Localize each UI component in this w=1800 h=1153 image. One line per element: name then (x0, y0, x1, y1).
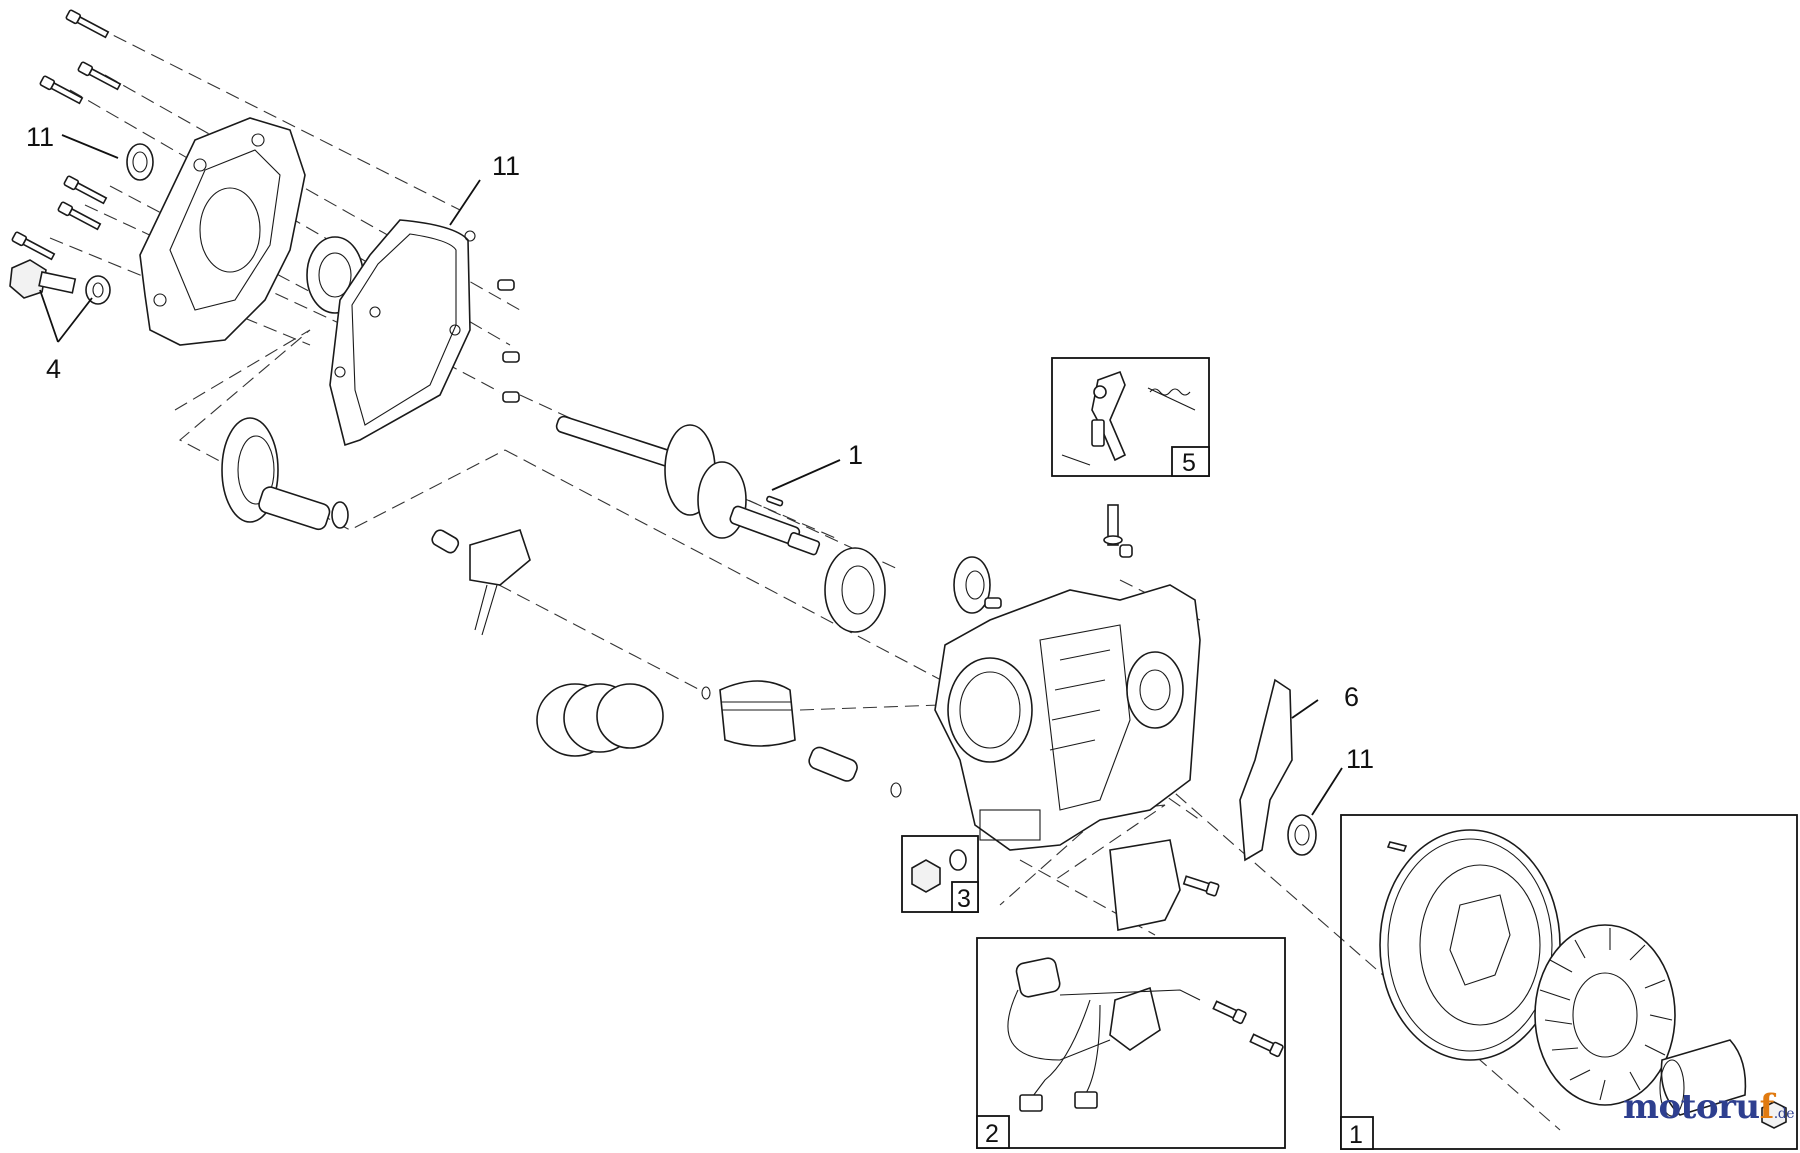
connecting-rod (431, 529, 531, 636)
callout-11-gasket: 11 (492, 151, 520, 181)
woodruff-key (766, 495, 784, 507)
cover-bolts (11, 9, 122, 261)
cylinder-block (934, 584, 1201, 851)
governor-shaft (1103, 504, 1133, 558)
kit-2-ignition-coil (976, 937, 1286, 1149)
mounting-bracket (1109, 839, 1220, 931)
breaker-plate (1239, 678, 1293, 862)
cover-gasket (329, 219, 476, 447)
oil-seal-upper (126, 143, 154, 181)
callout-4-dipstick: 4 (46, 354, 61, 384)
callout-6-plate: 6 (1344, 682, 1359, 712)
oil-dipstick (9, 259, 111, 305)
motoruf-watermark-logo: motoruf.de (1622, 1087, 1795, 1127)
main-bearing (824, 547, 886, 633)
kit-number-1: 1 (1349, 1121, 1363, 1149)
callout-11-upper-seal: 11 (26, 122, 54, 152)
kit-1-flywheel (1340, 814, 1798, 1150)
oil-seal-lower (1287, 814, 1317, 856)
wrist-pin (808, 746, 902, 798)
kit-number-2: 2 (985, 1120, 999, 1148)
crankshaft (555, 415, 821, 556)
piston (701, 680, 796, 747)
kit-3-drain-plug (901, 835, 979, 913)
callout-1-key: 1 (848, 440, 863, 470)
leader-lines (39, 134, 1343, 816)
camshaft-gear (221, 417, 349, 531)
kit-number-5: 5 (1182, 449, 1196, 477)
piston-rings (536, 683, 664, 757)
governor-gear (953, 556, 1002, 614)
crankcase-cover (139, 117, 306, 346)
kit-number-3: 3 (957, 885, 971, 913)
kit-5-governor-lever (1051, 357, 1210, 477)
dowel-pins (497, 279, 520, 403)
callout-11-lower-seal: 11 (1346, 744, 1374, 774)
